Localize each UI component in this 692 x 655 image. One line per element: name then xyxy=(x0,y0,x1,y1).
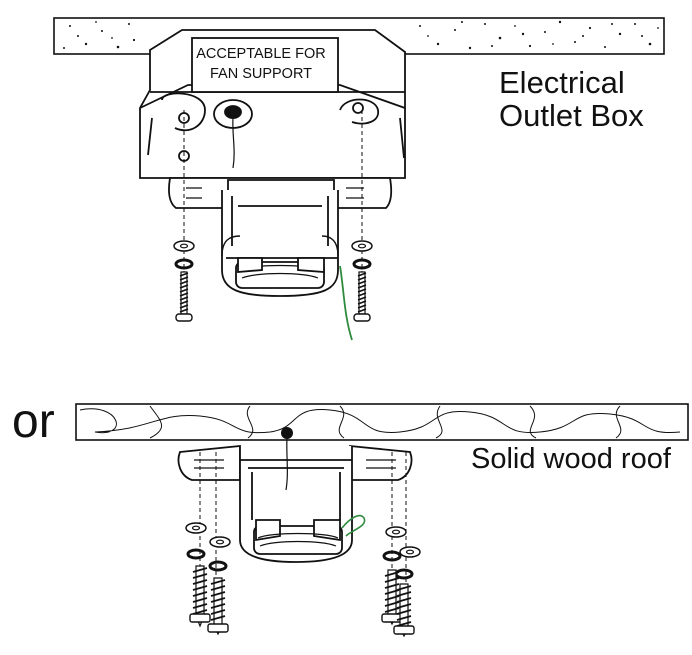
wood-screw-icon xyxy=(207,577,229,636)
electrical-outlet-box-caption: Electrical Outlet Box xyxy=(499,66,644,132)
lock-washer-icon xyxy=(382,550,402,562)
caption-line2: Outlet Box xyxy=(499,98,644,133)
wood-roof-slab xyxy=(75,403,689,441)
caption-line1: Electrical xyxy=(499,65,625,100)
mounting-bracket-top xyxy=(168,177,393,297)
lock-washer-icon xyxy=(208,560,228,572)
lock-washer-icon xyxy=(186,548,206,560)
outlet-box-label-line2: FAN SUPPORT xyxy=(209,66,313,82)
washer-icon xyxy=(385,526,407,538)
washer-icon xyxy=(185,522,207,534)
outlet-box-label-line1: ACCEPTABLE FOR xyxy=(196,46,326,62)
solid-wood-roof-caption: Solid wood roof xyxy=(471,443,671,475)
mounting-bracket-bottom xyxy=(177,445,413,563)
wood-screw-icon xyxy=(189,565,211,628)
outlet-box-label: ACCEPTABLE FOR FAN SUPPORT xyxy=(192,44,330,84)
washer-icon xyxy=(351,240,373,252)
washer-icon xyxy=(399,546,421,558)
or-separator: or xyxy=(12,395,55,448)
screw-icon xyxy=(175,271,193,322)
mount-wire xyxy=(281,427,293,491)
lock-washer-icon xyxy=(394,568,414,580)
ground-wire xyxy=(339,265,353,341)
wood-screw-icon xyxy=(393,583,415,638)
washer-icon xyxy=(173,240,195,252)
screw-icon xyxy=(353,271,371,322)
washer-icon xyxy=(209,536,231,548)
wood-screw-icon xyxy=(381,569,403,626)
outlet-box xyxy=(139,29,406,179)
ground-wire-bottom xyxy=(341,514,366,537)
